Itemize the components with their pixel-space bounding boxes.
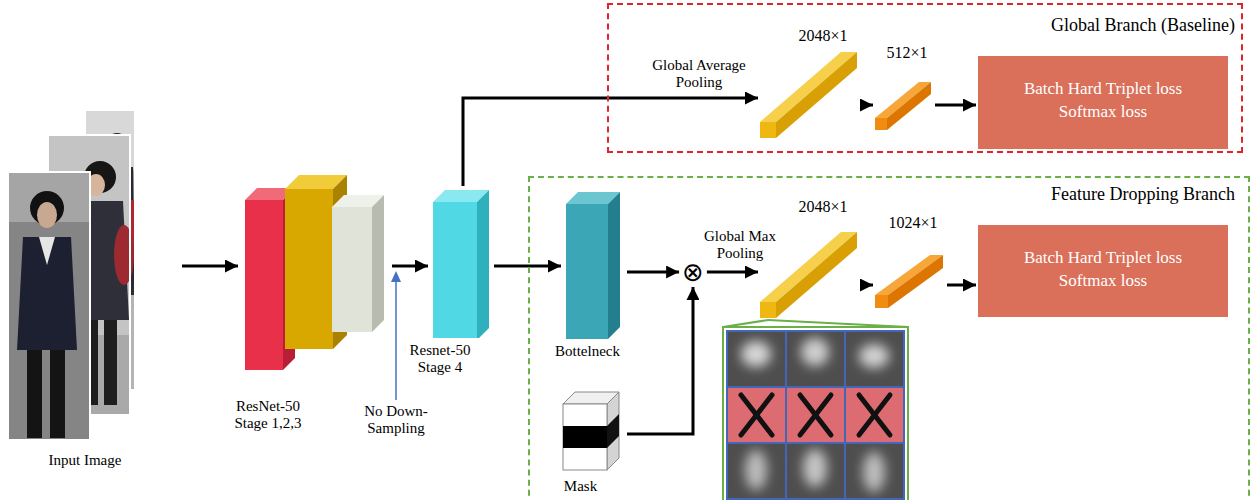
image-caption: Input Image [30,452,140,469]
branch-region: Feature Dropping BranchBottelneckMask ⊗ 20… [528,176,1250,500]
callout-line [768,320,908,327]
feature-vector: 512×1 [873,38,937,134]
loss-box: Batch Hard Triplet lossSoftmax loss [978,56,1228,149]
vector-bar [875,82,933,132]
edge-label: Global Max Pooling [698,228,782,263]
block-label: Resnet-50 Stage 4 [400,342,480,377]
vector-bar [760,232,858,320]
bottleneck-block: Bottelneck [545,188,630,363]
resnet-stages-symbol [240,170,390,380]
callout-line [723,320,768,327]
feature-vector: 2048×1 [758,193,860,323]
dimension-label: 2048×1 [788,27,858,45]
pointer-arrow-head [391,271,401,282]
edge-label: Global Average Pooling [634,57,764,92]
resnet-block: Resnet-50 Stage 4 [398,186,494,382]
drop-cross [741,395,890,435]
mask-block: Mask [553,388,628,500]
loss-text: Batch Hard Triplet loss [978,248,1228,268]
block-label: Bottelneck [545,343,630,360]
feature-vector: 1024×1 [873,208,947,313]
branch-title: Global Branch (Baseline) [900,15,1235,36]
block-label: Mask [553,478,608,495]
arrow-connector [392,265,428,268]
arrow-connector [935,104,976,107]
loss-text: Softmax loss [978,102,1228,122]
arrow-connector [182,265,238,268]
dropped-row [727,387,904,443]
loss-box: Batch Hard Triplet lossSoftmax loss [978,225,1228,317]
operator-symbol: ⊗ [681,259,705,285]
arrow-connector [860,284,873,287]
pointer-arrow [395,280,397,400]
grid-lines [727,331,904,499]
block-label: ResNet-50 Stage 1,2,3 [222,398,314,433]
feature-vector: 2048×1 [758,22,860,140]
arrow-connector [627,271,679,274]
arrow-connector [463,98,758,186]
vector-bar [875,255,945,310]
arrow-connector [707,271,758,274]
dimension-label: 2048×1 [788,198,858,216]
mask-symbol [560,390,625,472]
loss-text: Softmax loss [978,271,1228,291]
dimension-label: 512×1 [874,44,940,62]
input-image: Input Image [5,105,140,475]
annotation-label: No Down-Sampling [352,403,440,438]
arrow-connector [860,104,873,107]
resnet-block: ResNet-50 Stage 1,2,3 [222,170,392,432]
arrow-connector [947,284,976,287]
person-photos [5,105,140,445]
loss-text: Batch Hard Triplet loss [978,79,1228,99]
multiply-operator: ⊗ [681,259,705,285]
dimension-label: 1024×1 [878,214,948,232]
branch-title: Feature Dropping Branch [900,184,1235,205]
feature-map [727,331,904,499]
bottleneck-symbol [563,190,625,340]
resnet-stage-symbol [430,188,492,338]
vector-bar [760,52,858,140]
arrow-connector [627,287,693,434]
callout-frame [723,327,908,500]
